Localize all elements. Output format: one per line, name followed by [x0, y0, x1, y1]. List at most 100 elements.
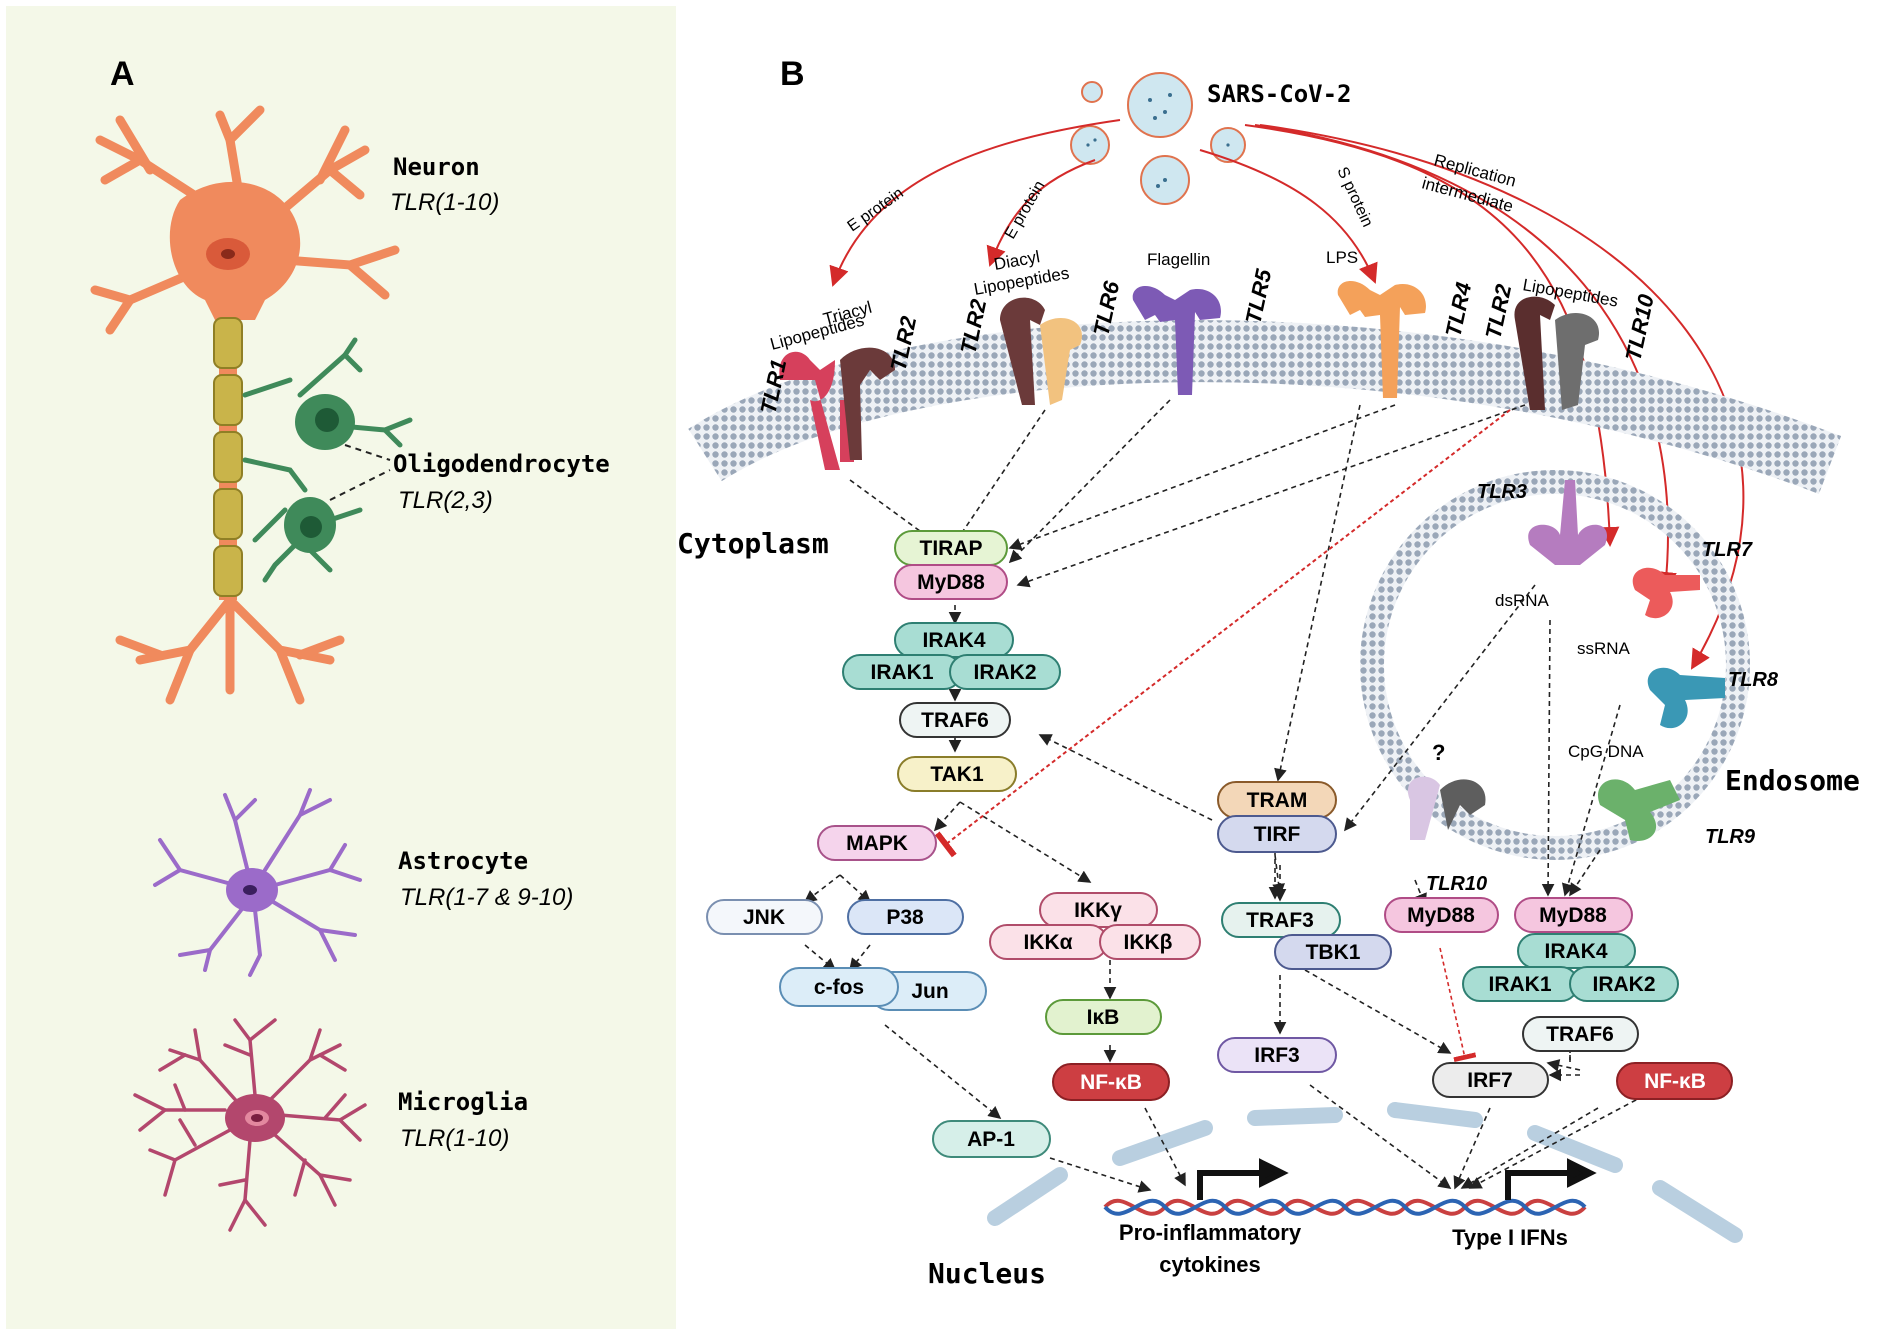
- panel-a-label: A: [110, 55, 135, 93]
- svg-text:IKKβ: IKKβ: [1124, 931, 1173, 954]
- panel-a-background: [6, 6, 676, 1329]
- unknown-marker: ?: [1432, 740, 1445, 765]
- svg-text:NF-κB: NF-κB: [1080, 1071, 1142, 1094]
- svg-text:TRAF6: TRAF6: [1546, 1023, 1614, 1046]
- viral-ligand-arrows: [829, 119, 1745, 670]
- cell-name-astrocyte: Astrocyte: [398, 847, 528, 875]
- node-tbk1: TBK1: [1274, 934, 1392, 970]
- compartment-nucleus: Nucleus: [928, 1257, 1046, 1290]
- output-pro-inflammatory: Pro-inflammatory: [1119, 1220, 1302, 1245]
- panel-b: B SARS-CoV-2 E protein E protein S prote…: [677, 55, 1860, 1290]
- transcription-arrow-left-icon: [1197, 1158, 1289, 1200]
- node-ikk-gamma: IKKγ: [1039, 892, 1158, 928]
- neuron-illustration: [90, 105, 400, 705]
- svg-text:MAPK: MAPK: [846, 832, 908, 855]
- svg-text:TIRF: TIRF: [1254, 823, 1301, 846]
- cell-name-neuron: Neuron: [393, 153, 480, 181]
- node-tirap: TIRAP: [894, 530, 1008, 566]
- tlr7-receptor: [1632, 567, 1700, 619]
- tlr2-tlr6-receptor: [1000, 297, 1082, 405]
- node-nf-kb-left: NF-κB: [1052, 1063, 1170, 1101]
- tlr2-tlr10-receptor: [1514, 296, 1600, 410]
- svg-text:Jun: Jun: [911, 980, 948, 1003]
- node-nf-kb-right: NF-κB: [1616, 1062, 1733, 1100]
- compartment-endosome: Endosome: [1725, 764, 1860, 797]
- svg-text:IRAK1: IRAK1: [870, 661, 933, 684]
- receptor-label-tlr10-surface: TLR10: [1620, 291, 1659, 363]
- svg-text:IRAK4: IRAK4: [922, 629, 985, 652]
- node-irak4-left: IRAK4: [894, 622, 1014, 658]
- receptor-label-tlr5: TLR5: [1240, 266, 1276, 326]
- node-ap-1: AP-1: [932, 1120, 1051, 1158]
- node-myd88-left: MyD88: [894, 564, 1008, 600]
- tlr3-receptor: [1528, 480, 1608, 565]
- node-ikk-beta: IKKβ: [1099, 924, 1201, 960]
- cell-name-microglia: Microglia: [398, 1088, 528, 1116]
- node-myd88-tlr10: MyD88: [1384, 897, 1499, 933]
- cell-tlr-microglia: TLR(1-10): [400, 1125, 509, 1152]
- cell-tlr-astrocyte: TLR(1-7 & 9-10): [400, 884, 573, 911]
- cell-name-oligodendrocyte: Oligodendrocyte: [393, 450, 610, 478]
- cell-tlr-oligodendrocyte: TLR(2,3): [398, 487, 493, 514]
- transcription-arrow-right-icon: [1505, 1158, 1597, 1200]
- microglia-illustration: [133, 1018, 367, 1232]
- node-traf3: TRAF3: [1221, 902, 1341, 938]
- node-irak2-right: IRAK2: [1569, 966, 1679, 1002]
- node-jnk: JNK: [706, 899, 823, 935]
- myd88-irf7-inhibition-line: [1439, 947, 1477, 1063]
- endosome-membrane: [1360, 470, 1750, 860]
- receptor-label-tlr9: TLR9: [1705, 826, 1756, 848]
- virus-label: SARS-CoV-2: [1207, 80, 1352, 108]
- receptor-label-tlr3: TLR3: [1477, 481, 1527, 503]
- node-tram: TRAM: [1217, 781, 1337, 819]
- ligand-ssrna: ssRNA: [1577, 639, 1631, 658]
- receptor-label-tlr7: TLR7: [1702, 539, 1753, 561]
- svg-text:MyD88: MyD88: [1407, 904, 1475, 927]
- node-irak4-right: IRAK4: [1517, 933, 1636, 969]
- astrocyte-illustration: [153, 788, 362, 977]
- node-irf7: IRF7: [1432, 1062, 1549, 1098]
- tlr9-receptor: [1598, 779, 1680, 841]
- node-traf6-left: TRAF6: [899, 702, 1011, 738]
- svg-text:NF-κB: NF-κB: [1644, 1070, 1706, 1093]
- oligodendrocyte-illustration: [242, 337, 413, 583]
- svg-text:MyD88: MyD88: [917, 571, 985, 594]
- svg-text:IKKα: IKKα: [1023, 931, 1072, 954]
- ligand-triacyl-lipopeptides: Lipopeptides: [768, 311, 866, 354]
- output-cytokines: cytokines: [1159, 1252, 1261, 1277]
- svg-text:TRAF3: TRAF3: [1246, 909, 1314, 932]
- svg-text:IRAK2: IRAK2: [973, 661, 1036, 684]
- svg-text:c-fos: c-fos: [814, 976, 864, 999]
- node-tirf: TIRF: [1217, 815, 1337, 853]
- node-irak2-left: IRAK2: [949, 654, 1061, 690]
- node-ikb: IκB: [1045, 999, 1162, 1035]
- tlr1-tlr2-receptor: [779, 347, 895, 470]
- tlr8-receptor: [1647, 667, 1725, 729]
- svg-text:P38: P38: [886, 906, 924, 929]
- svg-text:IRAK1: IRAK1: [1488, 973, 1551, 996]
- node-mapk: MAPK: [817, 825, 937, 861]
- node-traf6-right: TRAF6: [1522, 1016, 1639, 1052]
- node-p38: P38: [847, 899, 964, 935]
- ligand-arrow-e-protein-2: E protein: [1002, 178, 1049, 242]
- svg-text:TRAM: TRAM: [1247, 789, 1308, 812]
- dna-helix: [1103, 1198, 1587, 1216]
- svg-text:AP-1: AP-1: [967, 1128, 1015, 1151]
- node-jun: Jun: [869, 971, 987, 1011]
- node-ikk-alpha: IKKα: [989, 924, 1108, 960]
- output-type-i-ifns: Type I IFNs: [1452, 1225, 1568, 1250]
- svg-text:IKKγ: IKKγ: [1074, 899, 1122, 922]
- node-irf3: IRF3: [1217, 1037, 1337, 1073]
- svg-text:JNK: JNK: [743, 906, 785, 929]
- node-myd88-right: MyD88: [1514, 897, 1633, 933]
- receptor-label-tlr10-endosomal: TLR10: [1426, 873, 1487, 895]
- receptor-label-tlr8: TLR8: [1728, 669, 1779, 691]
- tlr4-receptor: [1337, 280, 1426, 398]
- svg-text:IRAK2: IRAK2: [1592, 973, 1655, 996]
- receptor-label-tlr4: TLR4: [1440, 280, 1476, 339]
- svg-text:IκB: IκB: [1087, 1006, 1120, 1029]
- tlr5-receptor: [1132, 285, 1221, 395]
- svg-text:IRF7: IRF7: [1467, 1069, 1513, 1092]
- svg-text:TIRAP: TIRAP: [920, 537, 983, 560]
